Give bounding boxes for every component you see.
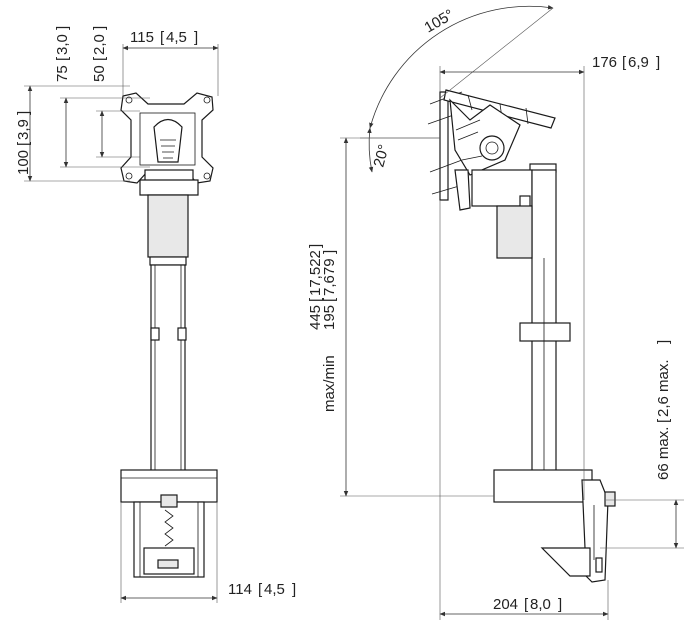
dim-height-max: 445 — [307, 305, 324, 330]
dim-depth-bottom: 204 [ 8,0 ] — [439, 200, 609, 620]
dim-height-max-inch: 17,522 — [307, 250, 324, 296]
dim-vesa-75-inch: 3,0 — [54, 34, 71, 55]
dim-vesa-75-value: 75 — [54, 65, 71, 82]
dim-height-min: 195 — [321, 305, 338, 330]
dim-width-top-bracket-right: ] — [194, 29, 198, 46]
bracket: ] — [321, 250, 338, 254]
dim-depth-top-inch: 6,9 — [628, 54, 649, 71]
side-column — [471, 163, 571, 473]
dim-width-bottom: 114 [ 4,5 ] — [120, 502, 296, 603]
main-column — [150, 264, 187, 476]
dim-clamp-inch: 2,6 max. — [655, 359, 672, 417]
angle-105-value: 105° — [422, 6, 457, 36]
dim-clamp-value: 66 max. — [655, 427, 672, 480]
bracket: [ — [258, 581, 263, 598]
dim-width-top-value: 115 — [130, 29, 154, 46]
dim-width-top-bracket-left: [ — [160, 29, 165, 46]
dim-vesa-75: 75 [ 3,0 ] — [54, 26, 150, 168]
bracket: ] — [307, 244, 324, 248]
dim-vesa-50-value: 50 — [91, 65, 108, 82]
bracket: [ — [622, 54, 627, 71]
bracket: ] — [656, 54, 660, 71]
dim-depth-top: 176 [ 6,9 ] — [439, 54, 660, 500]
bracket: [ — [321, 297, 338, 302]
bracket: [ — [54, 56, 71, 61]
bracket: ] — [558, 596, 562, 613]
bracket: ] — [655, 340, 672, 344]
dim-depth-top-value: 176 — [592, 54, 617, 71]
dim-height-label: max/min — [321, 355, 338, 412]
bracket: ] — [91, 26, 108, 30]
dim-vesa-100-inch: 3,9 — [15, 119, 32, 140]
bracket: ] — [54, 26, 71, 30]
front-clamp — [120, 469, 218, 578]
dim-vesa-50: 50 [ 2,0 ] — [91, 26, 140, 158]
angle-105: 105° — [369, 5, 554, 129]
dim-height-min-inch: 7,679 — [321, 258, 338, 296]
angle-20: 20° — [360, 127, 440, 173]
side-clamp — [493, 469, 616, 583]
dim-height: max/min 445 [ 17,522 ] 195 [ 7,679 ] — [307, 137, 494, 497]
bracket: ] — [15, 111, 32, 115]
side-view: 105° 20° 176 [ 6,9 ] max/min — [307, 5, 684, 620]
front-view: 115 [ 4,5 ] 75 [ 3,0 ] 50 [ 2,0 — [15, 26, 296, 603]
bracket: [ — [15, 141, 32, 146]
dim-vesa-50-inch: 2,0 — [91, 34, 108, 55]
bracket: [ — [91, 56, 108, 61]
dim-vesa-100: 100 [ 3,9 ] — [15, 85, 130, 182]
dim-width-bottom-inch: 4,5 — [264, 581, 285, 598]
bracket: [ — [655, 418, 672, 423]
dim-vesa-100-value: 100 — [15, 150, 32, 175]
dim-width-top: 115 [ 4,5 ] — [122, 29, 219, 96]
dim-clamp: 66 max. [ 2,6 max. ] — [600, 340, 684, 549]
bracket: [ — [524, 596, 529, 613]
angle-20-value: 20° — [370, 143, 392, 169]
bracket: ] — [292, 581, 296, 598]
bracket: [ — [307, 297, 324, 302]
dim-depth-bottom-value: 204 — [493, 596, 518, 613]
vesa-plate — [120, 92, 214, 184]
dim-width-top-inch: 4,5 — [166, 29, 187, 46]
dim-width-bottom-value: 114 — [228, 581, 252, 598]
upper-column — [139, 169, 199, 266]
dim-depth-bottom-inch: 8,0 — [530, 596, 551, 613]
